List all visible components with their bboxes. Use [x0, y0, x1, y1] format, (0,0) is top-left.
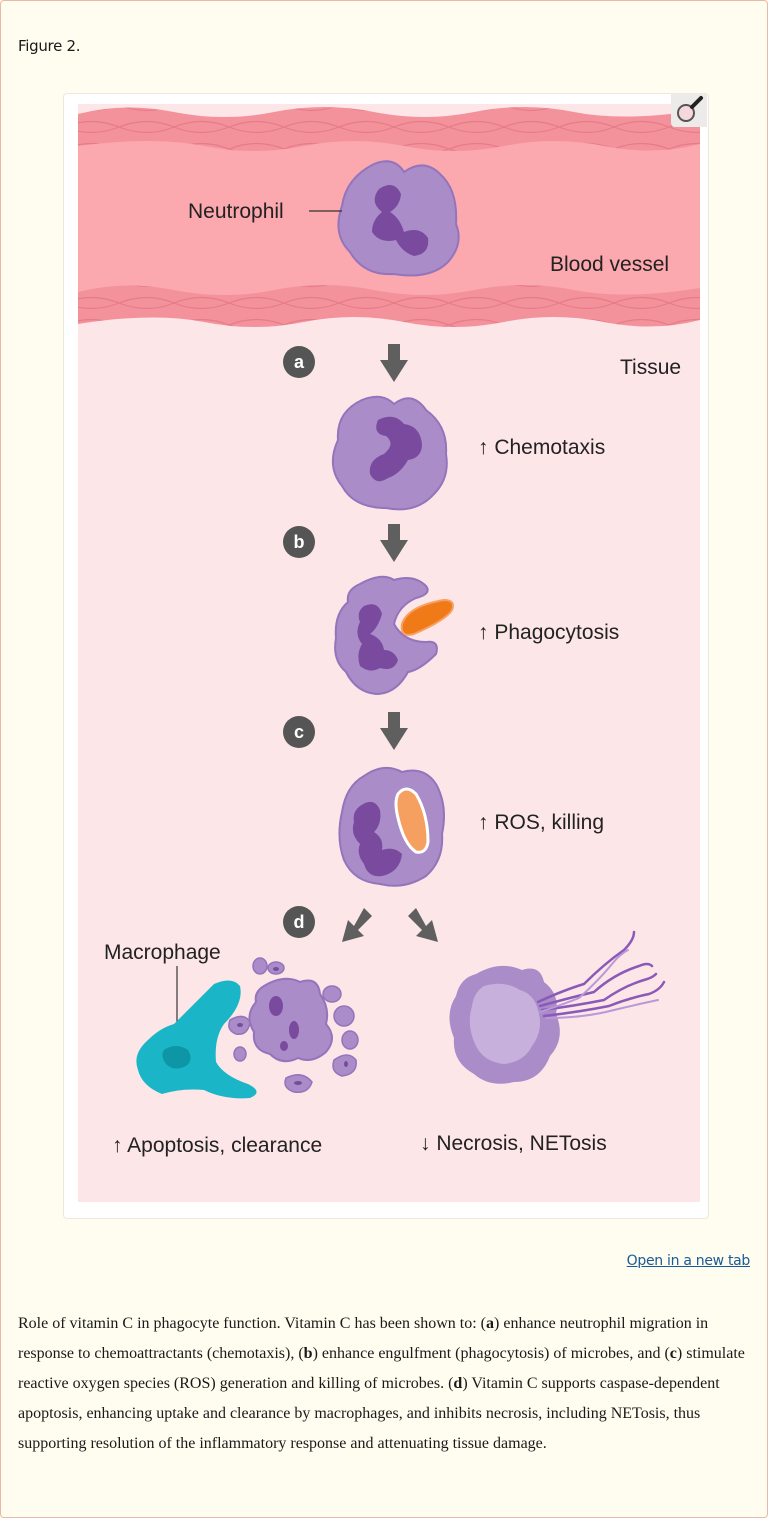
necrotic-cell	[449, 930, 666, 1084]
figure-label: Figure 2.	[18, 37, 81, 55]
chemotaxis-label: ↑ Chemotaxis	[478, 436, 605, 459]
open-in-new-tab-link[interactable]: Open in a new tab	[626, 1253, 751, 1269]
figure-caption: Role of vitamin C in phagocyte function.…	[18, 1315, 745, 1452]
phagocyte-diagram: Neutrophil Blood vessel Tissue a ↑ Chemo…	[78, 104, 700, 1202]
step-d-badge-icon: d	[283, 906, 315, 938]
zoom-button[interactable]	[671, 93, 707, 127]
svg-text:a: a	[294, 352, 305, 372]
tissue-label: Tissue	[620, 356, 681, 379]
figure-image[interactable]: Neutrophil Blood vessel Tissue a ↑ Chemo…	[63, 93, 709, 1219]
arrow-down-left-icon	[342, 908, 372, 942]
svg-text:d: d	[294, 912, 305, 932]
step-c-badge-icon: c	[283, 716, 315, 748]
vessel-wall-top	[78, 107, 700, 151]
ros-killing-label: ↑ ROS, killing	[478, 811, 604, 834]
phagocytosis-label: ↑ Phagocytosis	[478, 621, 619, 644]
arrow-down-icon	[380, 344, 408, 382]
apoptotic-cell	[228, 957, 359, 1094]
neutrophil-phagocytosis	[334, 575, 454, 696]
neutrophil-ros-killing	[338, 766, 445, 887]
neutrophil-label: Neutrophil	[188, 200, 284, 223]
macrophage-label: Macrophage	[104, 941, 221, 964]
arrow-down-icon	[380, 712, 408, 750]
neutrophil-cell	[337, 160, 460, 277]
magnifier-icon	[677, 96, 703, 122]
vessel-wall-bottom	[78, 285, 700, 327]
svg-text:c: c	[294, 722, 304, 742]
necrosis-label: ↓ Necrosis, NETosis	[420, 1132, 607, 1155]
neutrophil-chemotaxis	[331, 395, 448, 511]
arrow-down-icon	[380, 524, 408, 562]
arrow-down-right-icon	[408, 908, 438, 942]
svg-text:b: b	[294, 532, 305, 552]
step-a-badge-icon: a	[283, 346, 315, 378]
step-b-badge-icon: b	[283, 526, 315, 558]
macrophage-cell	[136, 980, 257, 1099]
apoptosis-label: ↑ Apoptosis, clearance	[112, 1134, 322, 1157]
blood-vessel-label: Blood vessel	[550, 253, 669, 276]
